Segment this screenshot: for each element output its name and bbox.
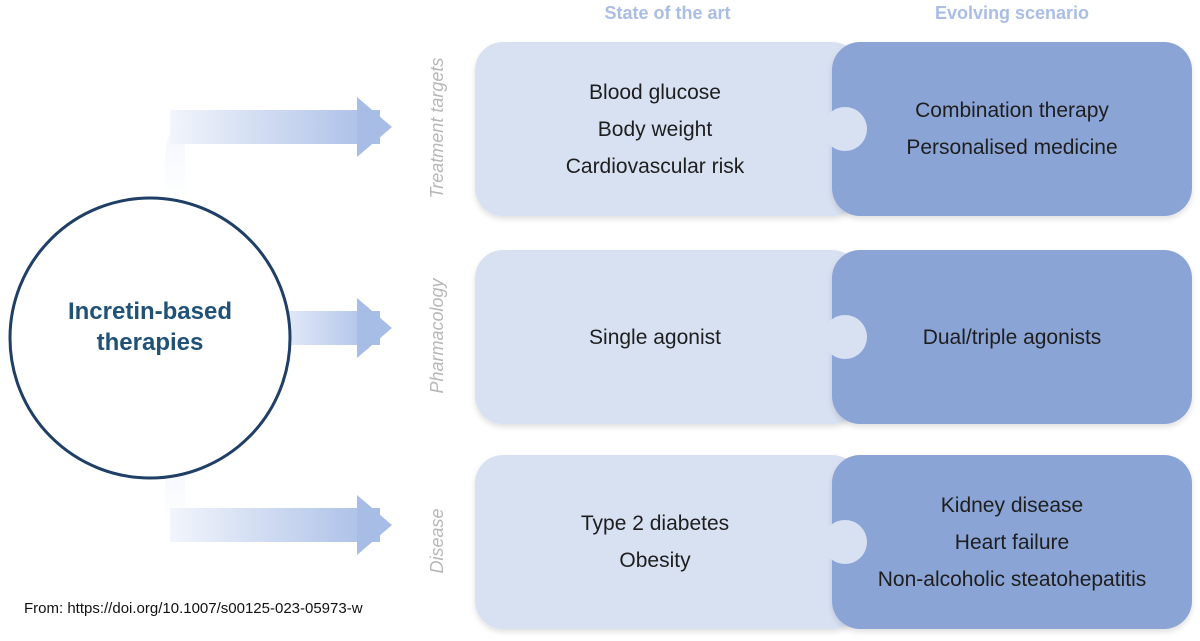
hub-label-line-1: Incretin-based	[67, 298, 233, 325]
evolving-box-disease	[832, 455, 1192, 629]
row-pharmacology-boxes	[475, 250, 1192, 424]
evolving-item: Non-alcoholic steatohepatitis	[877, 567, 1147, 591]
state-item: Blood glucose	[589, 80, 721, 104]
evolving-item: Heart failure	[954, 530, 1070, 554]
row-treatment-targets-boxes	[475, 42, 1192, 216]
evolving-item: Kidney disease	[940, 493, 1084, 517]
state-item: Obesity	[619, 549, 691, 572]
row-disease-boxes	[475, 455, 1192, 629]
state-text-treatment-targets: Blood glucose Body weight Cardiovascular…	[475, 42, 835, 216]
state-item: Cardiovascular risk	[565, 154, 745, 178]
state-text-pharmacology: Single agonist	[475, 250, 835, 424]
state-box-disease	[475, 455, 860, 629]
header-evolving-scenario: Evolving scenario	[934, 3, 1090, 23]
puzzle-knob-treatment-targets	[823, 107, 867, 151]
row-label-disease: Disease	[427, 508, 447, 574]
evolving-box-pharmacology	[832, 250, 1192, 424]
evolving-box-treatment-targets	[832, 42, 1192, 216]
arrow-top-head	[357, 97, 392, 157]
evolving-text-pharmacology: Dual/triple agonists	[867, 250, 1157, 424]
state-box-treatment-targets	[475, 42, 860, 216]
puzzle-knob-pharmacology	[823, 315, 867, 359]
hub-label: Incretin-based therapies	[32, 296, 268, 358]
row-label-pharmacology: Pharmacology	[427, 278, 447, 394]
evolving-item: Personalised medicine	[906, 136, 1118, 159]
arrow-bottom-head	[357, 495, 392, 555]
state-text-disease: Type 2 diabetes Obesity	[475, 455, 835, 629]
connector-top-bar	[170, 110, 380, 144]
state-item: Single agonist	[589, 325, 721, 349]
evolving-item: Combination therapy	[915, 99, 1109, 122]
evolving-item: Dual/triple agonists	[922, 325, 1102, 349]
puzzle-knob-disease	[823, 520, 867, 564]
connector-bottom-bar	[170, 508, 380, 542]
header-state-of-the-art: State of the art	[604, 3, 731, 23]
source-citation: From: https://doi.org/10.1007/s00125-023…	[24, 600, 363, 617]
evolving-text-disease: Kidney disease Heart failure Non-alcohol…	[852, 455, 1172, 629]
state-item: Type 2 diabetes	[580, 512, 730, 535]
state-item: Body weight	[597, 117, 713, 141]
arrow-middle-head	[357, 298, 392, 358]
evolving-text-treatment-targets: Combination therapy Personalised medicin…	[867, 42, 1157, 216]
state-box-pharmacology	[475, 250, 860, 424]
row-label-treatment-targets: Treatment targets	[427, 57, 447, 199]
hub-label-line-2: therapies	[96, 329, 204, 356]
hub-circle	[8, 196, 292, 480]
